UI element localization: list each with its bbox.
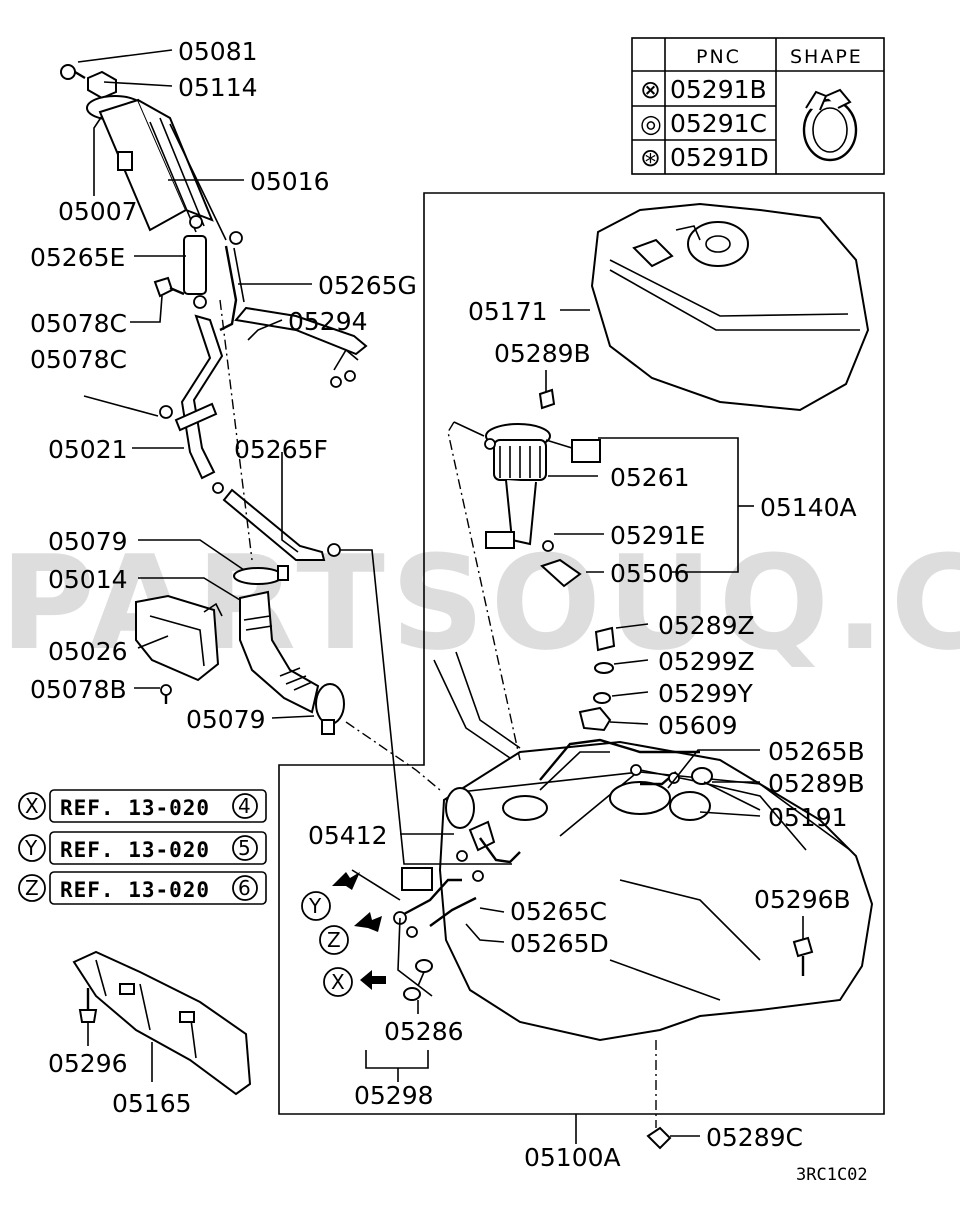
part-label-05265G: 05265G [318,271,417,300]
tank-cover-05171 [590,202,870,412]
ref-text: REF. 13-020 [60,838,210,862]
part-label-05140A: 05140A [760,493,857,522]
ref-letter: Z [25,876,39,900]
part-label-05021: 05021 [48,435,128,464]
fuel-pump-module [484,423,601,588]
part-label-05261: 05261 [610,463,690,492]
table-pnc: 05291D [670,143,769,172]
heat-protector-05165 [72,950,252,1096]
part-label-05299Z: 05299Z [658,647,755,676]
filler-neck-assembly [60,64,368,561]
part-label-05078C: 05078C [30,345,127,374]
ref-letter: Y [24,836,38,860]
part-label-05114: 05114 [178,73,258,102]
part-label-05265B: 05265B [768,737,865,766]
part-label-05265E: 05265E [30,243,125,272]
ref-letter: X [25,794,39,818]
arrow-letter: Y [308,894,322,918]
clamp-shape-icon [802,88,858,162]
part-label-05078C: 05078C [30,309,127,338]
part-label-05016: 05016 [250,167,330,196]
part-labels: 05081 05114 05007 05016 05265E 05265G 05… [30,37,865,1172]
table-symbol: ◎ [640,109,662,138]
part-label-05265C: 05265C [510,897,607,926]
ref-number: 4 [238,794,251,818]
table-pnc: 05291B [670,75,767,104]
ref-text: REF. 13-020 [60,796,210,820]
shape-table: PNC SHAPE ⊗ 05291B ◎ 05291C ⊛ 05291D [631,37,885,175]
fuel-tank-05100A [393,651,874,1150]
part-label-05298: 05298 [354,1081,434,1110]
drawing-code: 3RC1C02 [796,1165,868,1185]
part-label-05291E: 05291E [610,521,705,550]
part-label-05081: 05081 [178,37,258,66]
part-label-05289B: 05289B [768,769,865,798]
bracket-05609 [578,706,612,732]
part-label-05412: 05412 [308,821,388,850]
arrow-letter: X [331,970,345,994]
direction-arrows: Y Z X [301,872,386,997]
part-label-05079: 05079 [186,705,266,734]
part-label-05296: 05296 [48,1049,128,1078]
table-symbol: ⊛ [640,143,661,172]
washer-05299Z [594,662,614,674]
reference-legend: X REF. 13-020 4 Y REF. 13-020 5 Z REF. 1… [18,789,267,905]
part-label-05609: 05609 [658,711,738,740]
part-label-05007: 05007 [58,197,138,226]
part-label-05265F: 05265F [234,435,328,464]
hose-clamp-upper [233,565,289,585]
leader-lines [77,49,804,1144]
part-label-05165: 05165 [112,1089,192,1118]
nut-05289Z [594,626,616,652]
part-label-05191: 05191 [768,803,848,832]
part-label-05299Y: 05299Y [658,679,754,708]
table-pnc: 05291C [670,109,767,138]
part-label-05506: 05506 [610,559,690,588]
washer-05299Y [593,692,611,704]
arrow-letter: Z [327,928,341,952]
part-label-05286: 05286 [384,1017,464,1046]
part-label-05078B: 05078B [30,675,127,704]
nut-05289B [538,388,556,410]
part-label-05171: 05171 [468,297,548,326]
part-label-05100A: 05100A [524,1143,621,1172]
part-label-05079: 05079 [48,527,128,556]
part-label-05265D: 05265D [510,929,609,958]
ref-number: 6 [238,876,251,900]
part-label-05026: 05026 [48,637,128,666]
part-label-05289Z: 05289Z [658,611,755,640]
fuel-hose-05014 [239,590,320,714]
protector-05026 [135,594,223,704]
part-label-05014: 05014 [48,565,128,594]
hose-clamp-lower [315,683,345,735]
part-label-05289C: 05289C [706,1123,803,1152]
part-label-05289B: 05289B [494,339,591,368]
bolt-05296 [78,988,98,1023]
table-header-shape: SHAPE [790,46,863,68]
part-label-05296B: 05296B [754,885,851,914]
assembly-frame [278,192,885,1115]
table-header-pnc: PNC [696,46,741,68]
ref-number: 5 [238,836,251,860]
part-label-05294: 05294 [288,307,368,336]
table-symbol: ⊗ [640,75,661,104]
ref-text: REF. 13-020 [60,878,210,902]
